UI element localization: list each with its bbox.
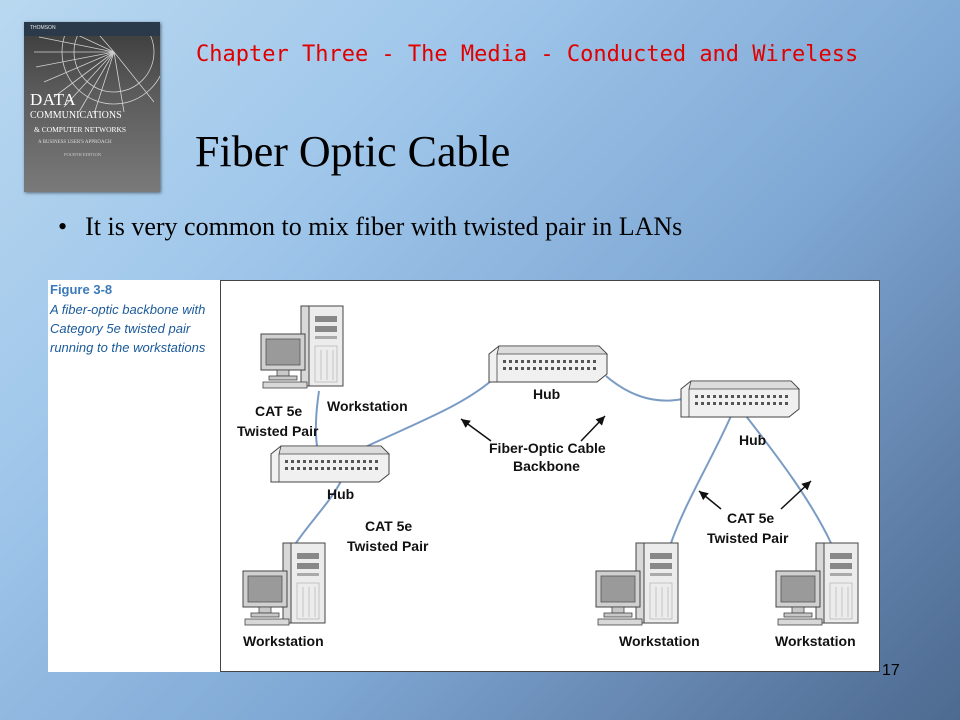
label-workstation-top: Workstation bbox=[327, 398, 408, 414]
chapter-heading: Chapter Three - The Media - Conducted an… bbox=[196, 42, 859, 67]
arrow-cat5e-right bbox=[780, 480, 812, 510]
publisher-strip bbox=[24, 22, 160, 36]
book-title-line1: DATA bbox=[30, 90, 76, 109]
book-edition: FOURTH EDITION bbox=[64, 152, 102, 157]
book-title-line3: & COMPUTER NETWORKS bbox=[34, 125, 127, 134]
label-hub-top: Hub bbox=[533, 386, 560, 402]
page-number: 17 bbox=[882, 662, 900, 679]
bullet-item: • It is very common to mix fiber with twi… bbox=[58, 212, 682, 242]
label-cat5e-left-2: Twisted Pair bbox=[237, 423, 319, 439]
label-hub-left: Hub bbox=[327, 486, 354, 502]
workstation-bl-icon bbox=[242, 542, 326, 626]
publisher-name: THOMSON bbox=[30, 25, 56, 31]
book-cover-image: THOMSON DATA COMMUNICATIONS & COMPUTER N… bbox=[24, 22, 160, 192]
figure-caption: A fiber-optic backbone with Category 5e … bbox=[50, 302, 206, 355]
cable-ws-top-to-hub-left bbox=[314, 390, 320, 447]
label-fiber-2: Backbone bbox=[513, 458, 580, 474]
fiber-hub-top-to-hub-right bbox=[605, 375, 684, 402]
label-cat5e-right-1: CAT 5e bbox=[727, 510, 774, 526]
network-diagram-panel: Workstation CAT 5e Twisted Pair Hub Hub … bbox=[220, 280, 880, 672]
label-fiber-1: Fiber-Optic Cable bbox=[489, 440, 606, 456]
arrow-fiber-right bbox=[580, 415, 606, 442]
workstation-top-icon bbox=[260, 305, 344, 389]
hub-top-icon bbox=[488, 345, 608, 383]
book-subtitle: A BUSINESS USER'S APPROACH bbox=[38, 140, 112, 145]
hub-left-icon bbox=[270, 445, 390, 483]
label-cat5e-mid-1: CAT 5e bbox=[365, 518, 412, 534]
workstation-br-icon bbox=[775, 542, 859, 626]
label-workstation-br: Workstation bbox=[775, 633, 856, 649]
label-workstation-bl: Workstation bbox=[243, 633, 324, 649]
workstation-bm-icon bbox=[595, 542, 679, 626]
figure-number: Figure 3-8 bbox=[50, 282, 113, 297]
fiber-hub-left-to-hub-top bbox=[360, 380, 492, 450]
figure-caption-column: Figure 3-8 A fiber-optic backbone with C… bbox=[48, 280, 220, 672]
cable-hub-left-to-ws-bl bbox=[295, 480, 342, 544]
book-title-line2: COMMUNICATIONS bbox=[30, 110, 122, 121]
cable-hub-right-to-ws-bm bbox=[670, 415, 732, 544]
arrow-fiber-left bbox=[460, 418, 492, 442]
label-cat5e-mid-2: Twisted Pair bbox=[347, 538, 429, 554]
bullet-text: It is very common to mix fiber with twis… bbox=[85, 212, 683, 241]
bullet-dot: • bbox=[58, 212, 68, 241]
hub-right-icon bbox=[680, 380, 800, 418]
label-hub-right: Hub bbox=[739, 432, 766, 448]
slide-title: Fiber Optic Cable bbox=[195, 127, 511, 176]
cable-hub-right-to-ws-br bbox=[745, 415, 832, 544]
arrow-cat5e-left bbox=[698, 490, 722, 510]
label-cat5e-right-2: Twisted Pair bbox=[707, 530, 789, 546]
label-cat5e-left-1: CAT 5e bbox=[255, 403, 302, 419]
figure: Figure 3-8 A fiber-optic backbone with C… bbox=[48, 280, 880, 672]
label-workstation-bm: Workstation bbox=[619, 633, 700, 649]
network-diagram: Workstation CAT 5e Twisted Pair Hub Hub … bbox=[237, 305, 859, 649]
